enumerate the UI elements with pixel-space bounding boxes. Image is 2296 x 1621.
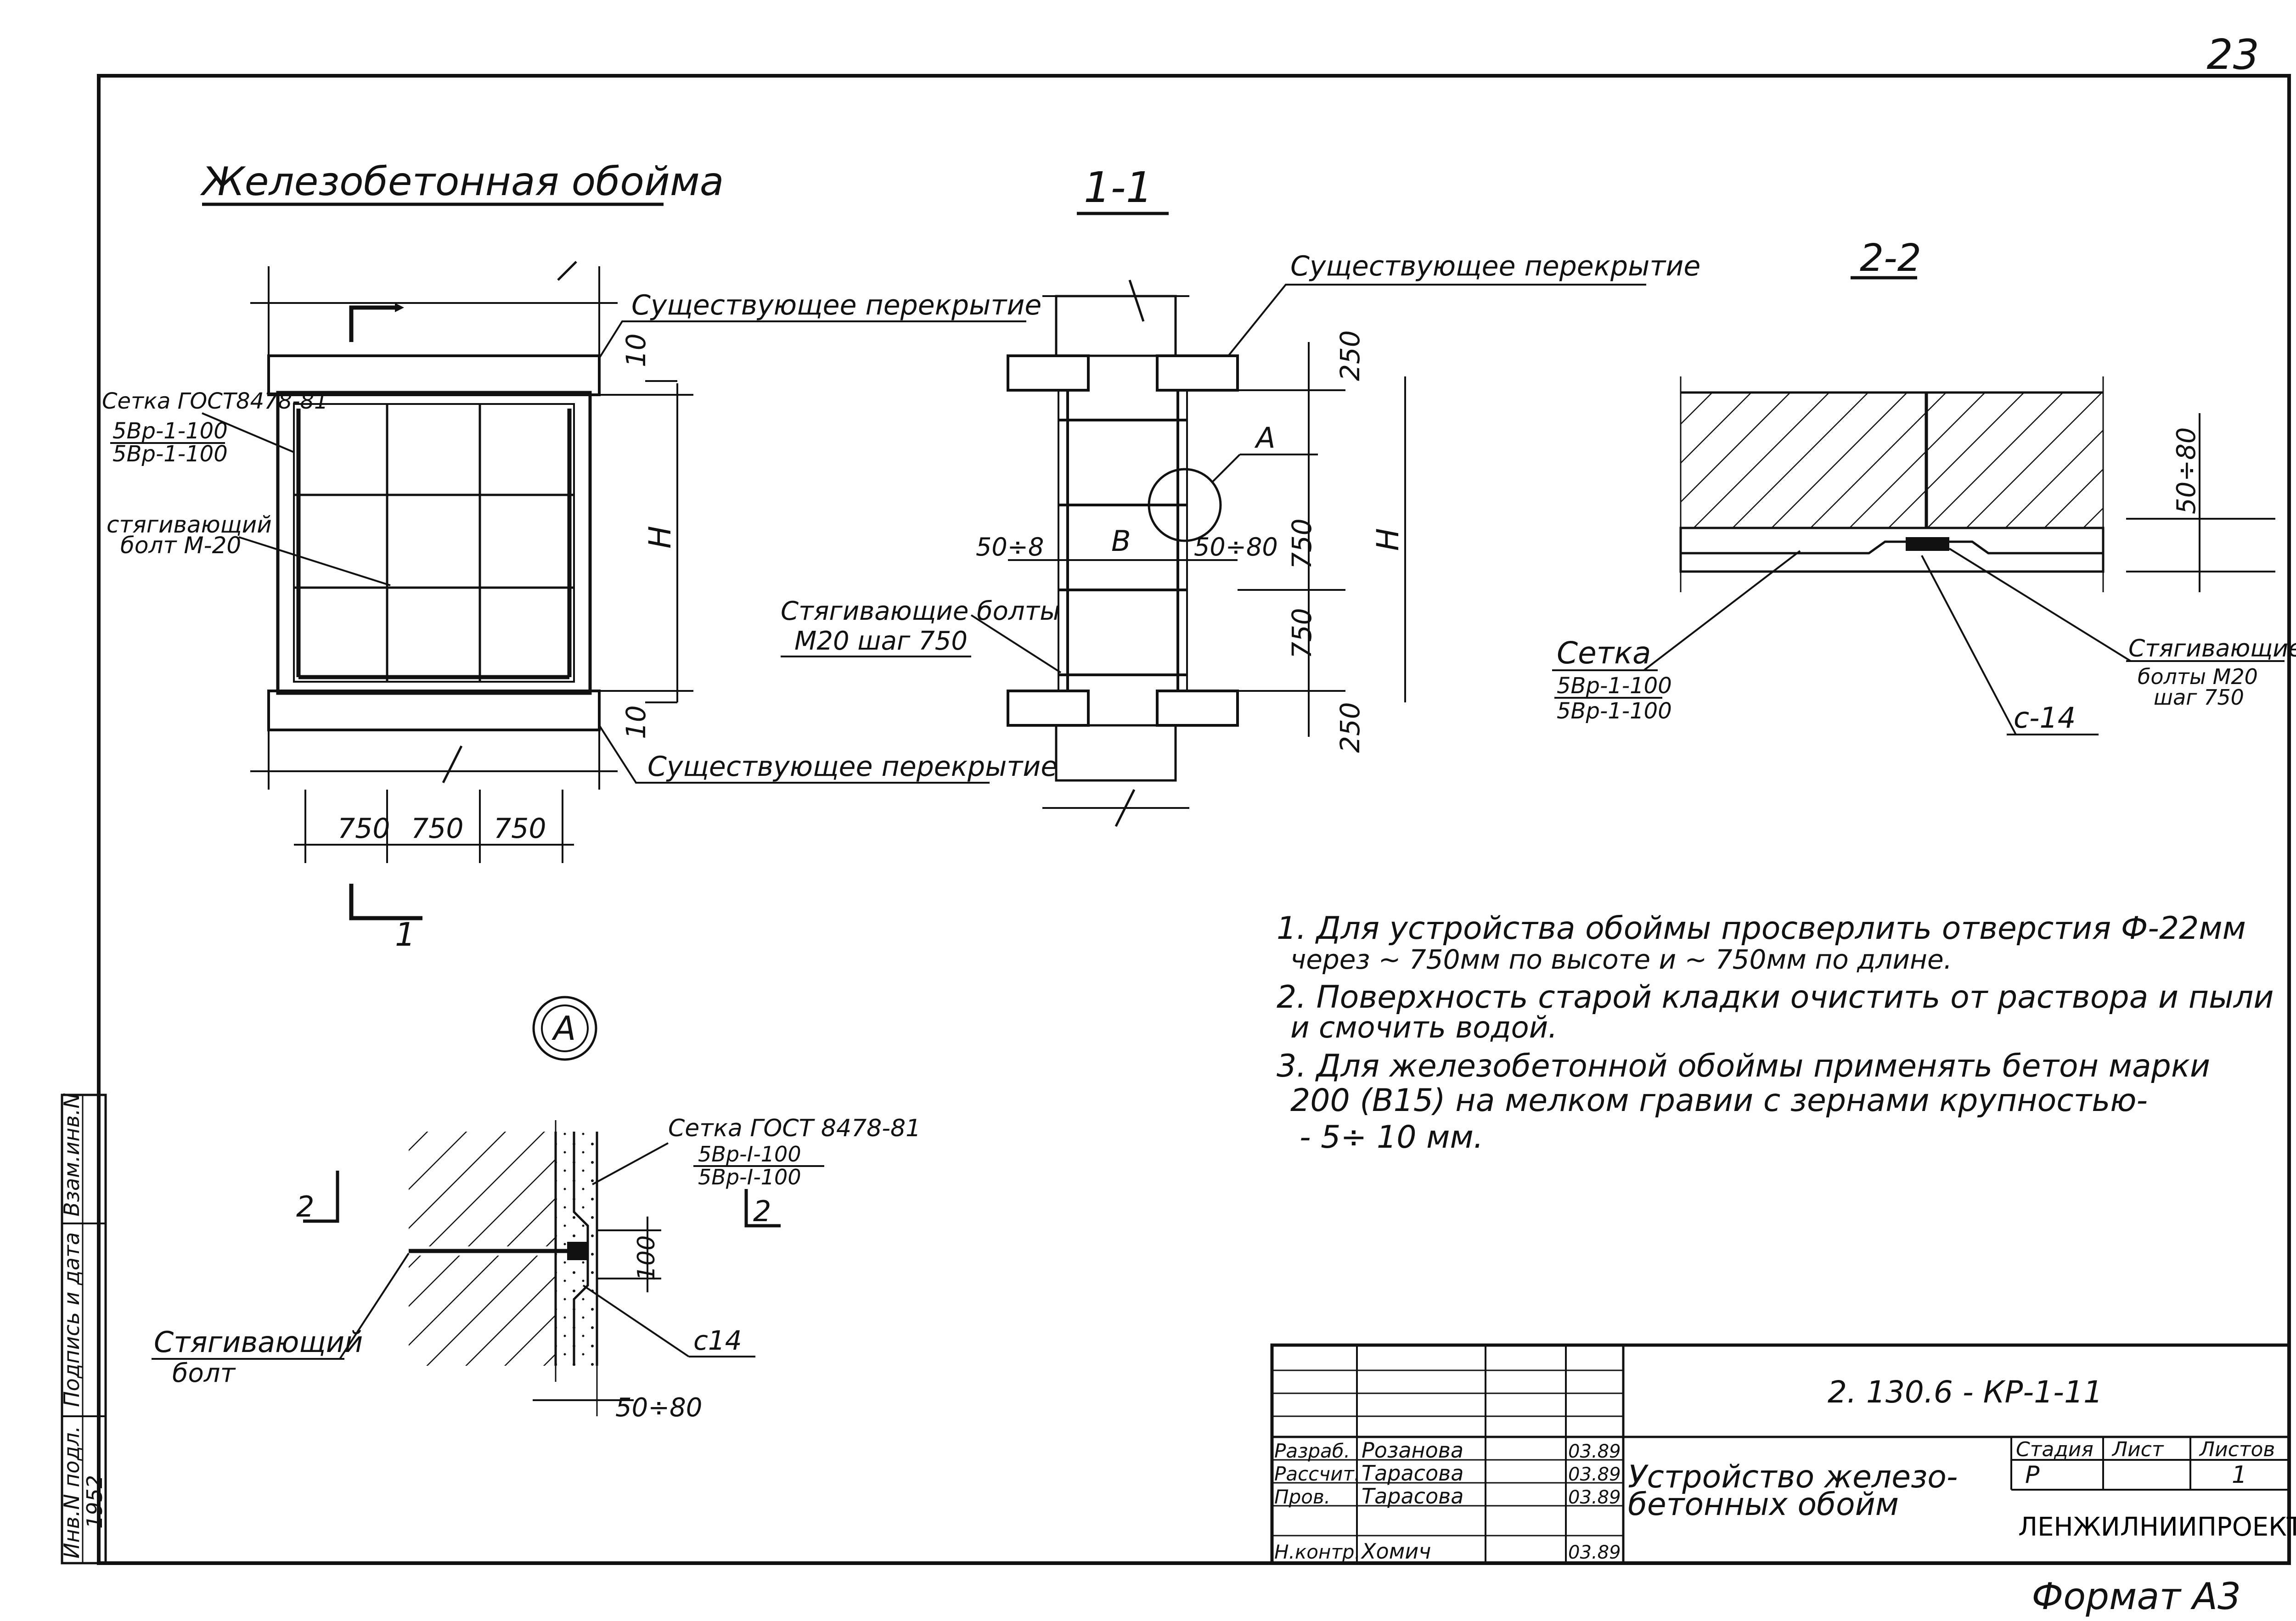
tb-row-3-role: Н.контр. [1274,1541,1361,1563]
section-1-1: 1-1 А B 50÷8 50÷80 [781,163,1700,827]
detail-a-mesh-spec-top: 5Вр-I-100 [698,1142,801,1167]
plan-dim-10-bottom: 10 [620,705,652,739]
title-block-title-2: бетонных обойм [1628,1486,1899,1523]
stamp-replace-inv: Взам.инв.N [59,1093,84,1217]
note-line-1: 1. Для устройства обоймы просверлить отв… [1277,910,2246,947]
note-line-6: 200 (В15) на мелком гравии с зернами кру… [1290,1083,2148,1119]
detail-a-mesh-spec-bottom: 5Вр-I-100 [698,1165,801,1189]
plan-section-mark: 1 [395,916,416,954]
title-block-doc-code: 2. 130.6 - КР-1-11 [1828,1374,2103,1410]
plan-view: 1 750 750 750 10 10 H Существующее перек… [102,261,1058,954]
section-2-2-bolt-label-3: шаг 750 [2154,685,2244,710]
page-number: 23 [2206,31,2259,79]
drawing-frame [97,74,2291,1565]
section-1-1-label: 1-1 [1084,163,1153,212]
detail-a-plate-label: с14 [693,1325,742,1356]
stamp-signature-date: Подпись и дата [59,1232,84,1407]
title-block-sheet-header: Лист [2111,1438,2164,1461]
plan-mesh-spec-top: 5Вр-1-100 [113,418,228,444]
detail-a-dim-100: 100 [633,1235,660,1281]
section-2-2-bolt-label-2: болты М20 [2138,664,2258,689]
tb-row-0-role: Разраб. [1274,1440,1350,1462]
title-block: 2. 130.6 - КР-1-11 Устройство железо- бе… [1270,1343,2296,1565]
detail-a-dim-50-80: 50÷80 [615,1393,702,1423]
section-1-1-dim-250-bottom: 250 [1334,702,1366,753]
plan-bolt-label-1: стягивающий [107,511,272,538]
plan-mesh-spec-bottom: 5Вр-1-100 [113,441,228,467]
detail-a-bolt-label-1: Стягивающий [154,1325,363,1359]
tb-row-1-date: 03.89 [1568,1464,1621,1485]
section-1-1-dim-250-top: 250 [1334,330,1366,381]
note-line-2: через ~ 750мм по высоте и ~ 750мм по дли… [1290,944,1952,975]
section-2-2-label: 2-2 [1860,236,1921,280]
plan-dim-750-1: 750 [338,813,390,845]
plan-dim-h: H [642,526,678,549]
plan-existing-floor-bottom: Существующее перекрытие [647,751,1058,783]
title-block-stage-value: Р [2025,1461,2040,1489]
plan-dim-750-2: 750 [411,813,464,845]
detail-a: А 50÷80 100 Сетка ГОСТ 8478-81 5Вр-I-100… [152,996,921,1423]
detail-a-section-mark-left: 2 [296,1190,314,1223]
note-line-5: 3. Для железобетонной обоймы применять б… [1277,1048,2210,1084]
tb-row-2-role: Пров. [1274,1486,1330,1508]
tb-row-1-role: Рассчит. [1274,1463,1360,1485]
tb-row-3-date: 03.89 [1568,1542,1621,1563]
plan-mesh-label: Сетка ГОСТ8478-81 [102,388,328,414]
plan-dim-750-3: 750 [494,813,546,845]
detail-a-section-mark-right: 2 [753,1195,771,1228]
plan-bolt-label-2: болт М-20 [120,532,241,559]
tb-row-3-name: Хомич [1361,1539,1431,1564]
note-line-7: - 5÷ 10 мм. [1300,1119,1483,1155]
note-line-4: и смочить водой. [1290,1011,1558,1045]
section-2-2: 2-2 50÷80 Сетка 5Вр-1-100 5Вр-1-100 с-14… [1552,236,2296,735]
side-stamp: Взам.инв.N Подпись и дата Инв.N подл. 19… [59,1093,107,1565]
notes: 1. Для устройства обоймы просверлить отв… [1277,910,2274,1155]
stamp-inv-no: Инв.N подл. [59,1426,84,1559]
section-2-2-mesh-spec-top: 5Вр-1-100 [1557,673,1672,699]
section-2-2-dim-50-80: 50÷80 [2172,427,2201,514]
section-1-1-dim-h: H [1370,528,1406,551]
title-block-sheets-value: 1 [2232,1461,2247,1489]
title-block-stage-header: Стадия [2016,1438,2093,1461]
title-block-organization: ЛЕНЖИЛНИИПРОЕКТ [2018,1512,2296,1542]
tb-row-2-name: Тарасова [1362,1484,1463,1509]
detail-a-mesh-label: Сетка ГОСТ 8478-81 [668,1115,921,1142]
title-block-sheets-header: Листов [2199,1438,2275,1461]
section-1-1-dim-left: 50÷8 [976,533,1044,561]
plan-dim-10-top: 10 [620,333,652,367]
detail-a-label: А [551,1009,576,1048]
tb-row-2-date: 03.89 [1568,1487,1621,1508]
section-2-2-mesh-label: Сетка [1557,635,1651,671]
section-1-1-callout-a: А [1254,421,1275,454]
section-1-1-tie-bolts-1: Стягивающие болты [781,596,1060,626]
section-2-2-bolt-label-1: Стягивающие [2128,635,2296,662]
tb-row-0-date: 03.89 [1568,1441,1621,1462]
main-title: Железобетонная обойма [200,159,724,205]
section-2-2-plate-label: с-14 [2014,701,2076,735]
note-line-3: 2. Поверхность старой кладки очистить от… [1277,979,2274,1015]
section-2-2-mesh-spec-bottom: 5Вр-1-100 [1557,698,1672,724]
section-1-1-existing-floor: Существующее перекрытие [1290,250,1700,282]
section-1-1-dim-right: 50÷80 [1194,533,1278,561]
detail-a-bolt-label-2: болт [172,1358,236,1388]
plan-existing-floor-top: Существующее перекрытие [631,289,1041,321]
section-1-1-dim-750-a: 750 [1286,518,1317,569]
title-block-title-1: Устройство железо- [1628,1459,1958,1495]
section-1-1-tie-bolts-2: М20 шаг 750 [794,626,968,656]
stamp-inv-value: 1952 [82,1475,107,1529]
section-1-1-dim-b: B [1111,524,1131,558]
section-1-1-dim-750-b: 750 [1286,608,1317,659]
format-label: Формат А3 [2032,1575,2241,1618]
tb-row-1-name: Тарасова [1362,1461,1463,1486]
tb-row-0-name: Розанова [1362,1438,1463,1463]
